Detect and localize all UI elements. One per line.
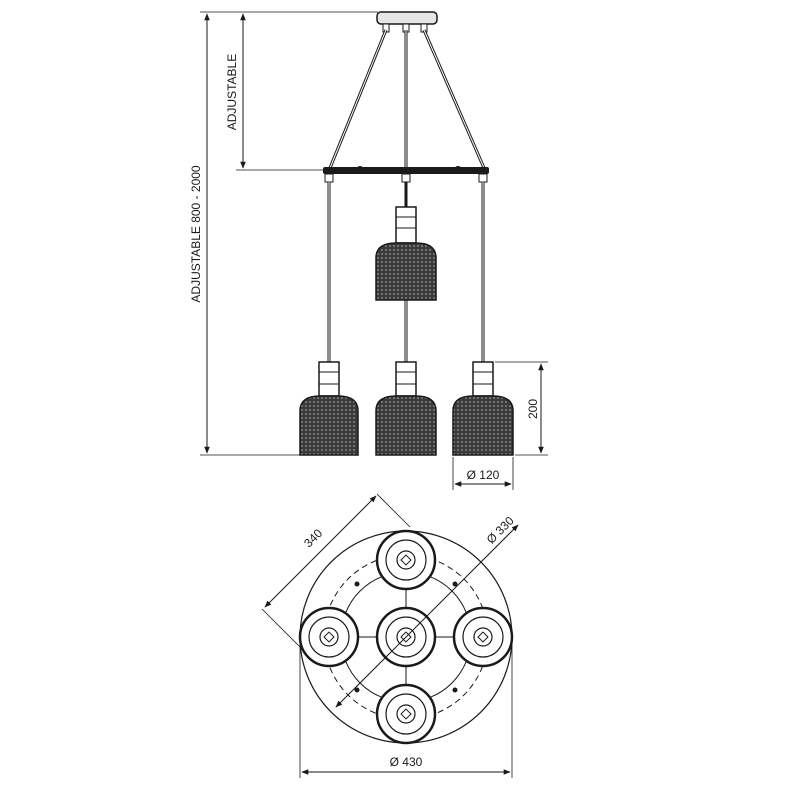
shade-left	[299, 395, 359, 456]
pendant-center-upper	[375, 206, 437, 301]
plan-pendant-top	[375, 529, 437, 591]
pendant-center-lower	[375, 361, 437, 456]
suspension-rod-left-inner	[329, 29, 387, 169]
shade-diameter-label: Ø 120	[467, 468, 500, 482]
side-label: 340	[301, 526, 325, 550]
crossbar-joint-left	[356, 166, 364, 174]
pendant-left	[299, 361, 359, 456]
crossbar-connector-center	[401, 173, 411, 183]
crossbar	[323, 167, 489, 174]
shade-right	[452, 395, 514, 456]
side-elevation	[299, 11, 514, 456]
crossbar-joint-right	[454, 166, 462, 174]
suspension-label: ADJUSTABLE	[225, 54, 239, 130]
ceiling-canopy	[376, 11, 438, 25]
total-height-label: ADJUSTABLE 800 - 2000	[189, 165, 203, 303]
outer-diameter-label: Ø 430	[390, 755, 423, 769]
ext-line-340-top	[376, 493, 411, 528]
shade-center-lower	[375, 395, 437, 456]
crossbar-connector-right	[478, 173, 488, 183]
frame-dot-se	[452, 687, 458, 693]
ext-line-340-left	[261, 608, 307, 654]
plan-pendant-right	[452, 606, 514, 668]
dim-330	[335, 524, 519, 708]
dim-340	[264, 495, 377, 608]
plan-pendant-bottom	[375, 683, 437, 745]
suspension-rod-right-inner	[423, 29, 485, 169]
shade-height-label: 200	[526, 399, 540, 419]
pcd-label: Ø 330	[484, 513, 517, 546]
side-dimensions: ADJUSTABLE 800 - 2000 ADJUSTABLE 200 Ø 1…	[189, 11, 548, 490]
shade-center-upper	[375, 242, 437, 301]
pendant-right	[452, 361, 514, 456]
plan-pendant-left	[298, 606, 360, 668]
crossbar-connector-left	[324, 173, 334, 183]
frame-dot-nw	[354, 581, 360, 587]
